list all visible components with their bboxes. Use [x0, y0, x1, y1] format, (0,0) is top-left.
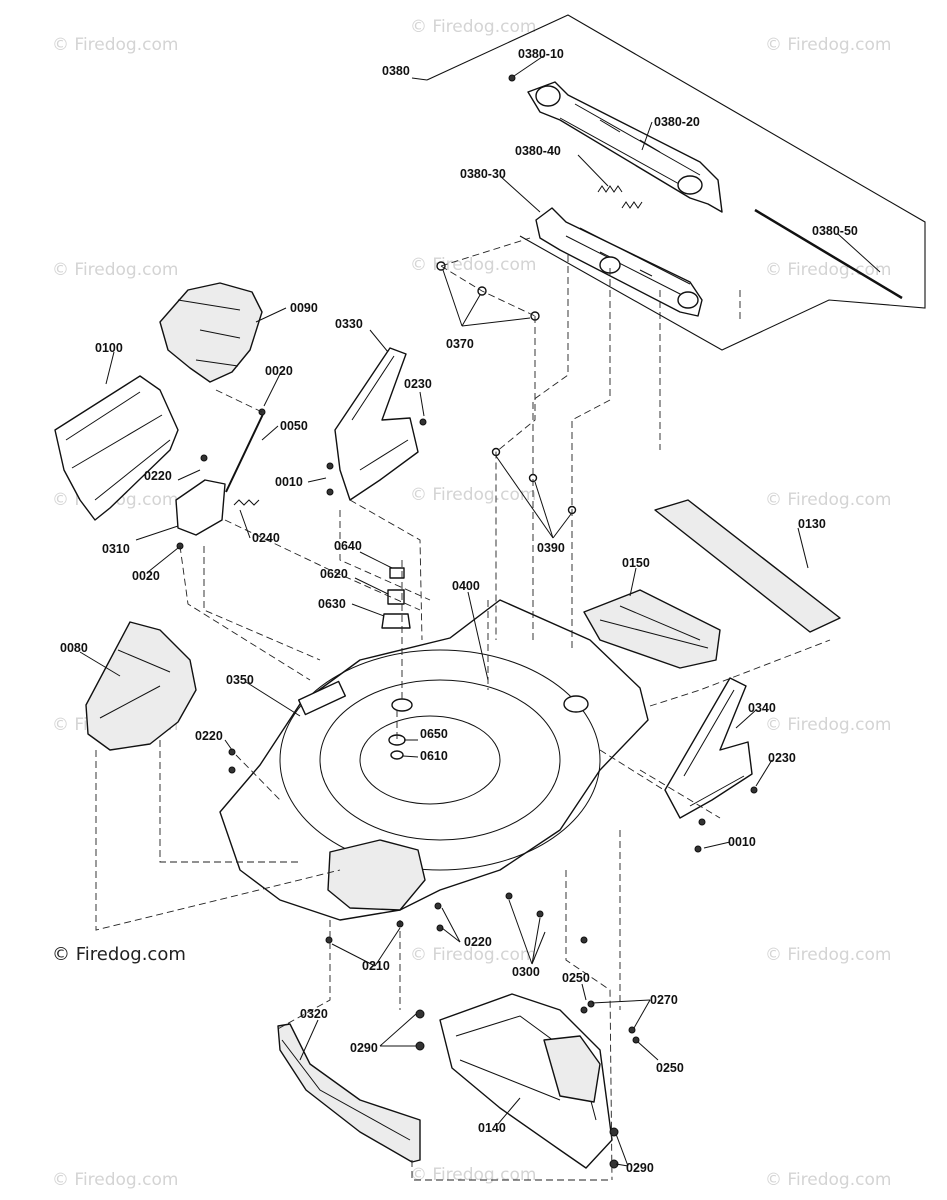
callout-labels: 0380 0380-10 0380-20 0380-40 0380-30 038… [60, 47, 858, 1175]
watermark-main: © Firedog.com [52, 944, 186, 965]
trim-0320 [277, 1023, 421, 1163]
watermark-text: © Firedog.com [765, 260, 891, 280]
callout-0380: 0380 [382, 64, 410, 78]
watermark-text: © Firedog.com [410, 485, 536, 505]
watermark-text: © Firedog.com [765, 715, 891, 735]
flap-0130 [654, 499, 841, 633]
callout-0100: 0100 [95, 341, 123, 355]
callout-0050: 0050 [280, 419, 308, 433]
spring-0240 [233, 499, 260, 506]
handle-bracket-lower [535, 207, 703, 317]
screw-0220 [200, 454, 208, 462]
watermark-text: © Firedog.com [410, 255, 536, 275]
callout-0270: 0270 [650, 993, 678, 1007]
handle-bracket-0340 [664, 677, 753, 819]
watermark-text: © Firedog.com [52, 35, 178, 55]
screw-0380-10 [508, 74, 516, 82]
watermark-text: © Firedog.com [765, 1170, 891, 1190]
rod-0050 [225, 411, 265, 493]
callout-0210: 0210 [362, 959, 390, 973]
discharge-chute-0140 [439, 993, 613, 1169]
callout-0380-50: 0380-50 [812, 224, 858, 238]
callout-0240: 0240 [252, 531, 280, 545]
callout-0290: 0290 [626, 1161, 654, 1175]
callout-0220: 0220 [144, 469, 172, 483]
callout-0080: 0080 [60, 641, 88, 655]
screw-0230 [419, 418, 427, 426]
callout-0650: 0650 [420, 727, 448, 741]
callout-0300: 0300 [512, 965, 540, 979]
callout-0310: 0310 [102, 542, 130, 556]
callout-0020: 0020 [132, 569, 160, 583]
watermark-text: © Firedog.com [52, 260, 178, 280]
screw-0010 [326, 462, 334, 470]
callout-0320: 0320 [300, 1007, 328, 1021]
callout-0230: 0230 [404, 377, 432, 391]
watermark-text: © Firedog.com [410, 945, 536, 965]
watermark-text: © Firedog.com [765, 35, 891, 55]
dashed-assembly-lines [95, 237, 831, 1181]
screw-0010 [694, 845, 702, 853]
chute-plug-0080 [85, 621, 197, 751]
callout-0140: 0140 [478, 1121, 506, 1135]
callout-0290: 0290 [350, 1041, 378, 1055]
callout-0380-10: 0380-10 [518, 47, 564, 61]
callout-0390: 0390 [537, 541, 565, 555]
watermark-text: © Firedog.com [765, 490, 891, 510]
callout-0380-40: 0380-40 [515, 144, 561, 158]
callout-0220: 0220 [195, 729, 223, 743]
callout-0250: 0250 [656, 1061, 684, 1075]
callout-0010: 0010 [728, 835, 756, 849]
callout-0340: 0340 [748, 701, 776, 715]
callout-0640: 0640 [334, 539, 362, 553]
handle-bracket-upper [527, 81, 723, 213]
callout-0090: 0090 [290, 301, 318, 315]
callout-0610: 0610 [420, 749, 448, 763]
callout-0150: 0150 [622, 556, 650, 570]
callout-0130: 0130 [798, 517, 826, 531]
bag-cover-0090 [159, 282, 263, 383]
handle-bracket-0330 [334, 347, 419, 501]
callout-0380-20: 0380-20 [654, 115, 700, 129]
callout-0250: 0250 [562, 971, 590, 985]
callout-0630: 0630 [318, 597, 346, 611]
callout-0230: 0230 [768, 751, 796, 765]
callout-0330: 0330 [335, 317, 363, 331]
screw-0010 [698, 818, 706, 826]
bracket-0310 [175, 479, 226, 536]
callout-0010: 0010 [275, 475, 303, 489]
callout-0400: 0400 [452, 579, 480, 593]
bag-frame-0100 [54, 375, 179, 521]
callout-0350: 0350 [226, 673, 254, 687]
screw-0010 [326, 488, 334, 496]
watermark-text: © Firedog.com [410, 17, 536, 37]
watermark-text: © Firedog.com [765, 945, 891, 965]
watermark-text: © Firedog.com [410, 1165, 536, 1185]
blade-adapter-stack [381, 567, 411, 629]
callout-0020: 0020 [265, 364, 293, 378]
assembly-0380-box [411, 14, 926, 351]
watermark-text: © Firedog.com [52, 1170, 178, 1190]
mower-deck [219, 599, 649, 921]
rod-0380-50 [754, 208, 903, 300]
baffle-0150 [583, 589, 721, 669]
leader-lines [79, 54, 881, 1167]
callout-0380-30: 0380-30 [460, 167, 506, 181]
springs-0380-40 [597, 185, 643, 209]
callout-0370: 0370 [446, 337, 474, 351]
callout-0620: 0620 [320, 567, 348, 581]
screw-0230 [750, 786, 758, 794]
callout-0220: 0220 [464, 935, 492, 949]
